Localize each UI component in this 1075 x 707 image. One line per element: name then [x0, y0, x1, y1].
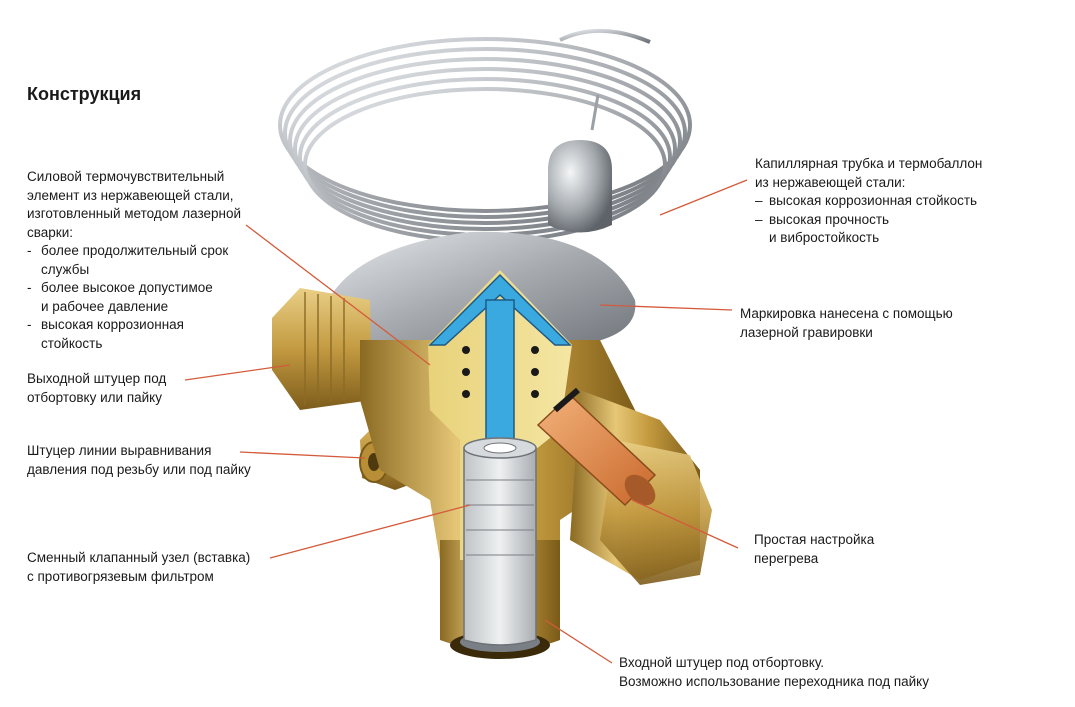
bullet-marker: - — [27, 243, 32, 258]
callout-inlet-line: Входной штуцер под отбортовку. — [619, 655, 824, 670]
callout-capillary-bullet: – высокая коррозионная стойкость — [755, 192, 1055, 211]
bullet-line: высокая коррозионная — [41, 317, 184, 332]
bullet-line: высокая прочность — [769, 211, 890, 227]
outlet-fitting — [272, 288, 372, 410]
callout-equalizer: Штуцер линии выравнивания давления под р… — [27, 442, 251, 479]
bullet-line: службы — [41, 261, 90, 277]
leader-capillary — [659, 179, 748, 216]
bullet-line: и рабочее давление — [41, 298, 169, 314]
leader-marking — [599, 304, 733, 311]
bullet-marker: – — [755, 193, 763, 208]
leader-element — [245, 224, 431, 366]
callout-element-bullet: - высокая коррозионная стойкость — [27, 316, 287, 353]
bullet-line: более высокое допустимое — [41, 280, 213, 295]
callout-superheat-line: перегрева — [754, 550, 819, 566]
callout-equalizer-line: давления под резьбу или под пайку — [27, 461, 251, 477]
callout-element-line: сварки: — [27, 224, 73, 240]
callout-element-line: элемент из нержавеющей стали, — [27, 187, 234, 203]
callout-insert-line: Сменный клапанный узел (вставка) — [27, 550, 251, 565]
callout-superheat: Простая настройка перегрева — [754, 531, 874, 568]
leader-superheat — [631, 499, 739, 549]
callout-capillary-line: из нержавеющей стали: — [755, 174, 906, 190]
callout-element: Силовой термочувствительный элемент из н… — [27, 168, 287, 353]
leader-equalizer — [239, 451, 366, 459]
callout-capillary: Капиллярная трубка и термобаллон из нерж… — [755, 155, 1055, 248]
leader-lines — [184, 179, 748, 664]
bullet-marker: – — [755, 211, 763, 227]
callout-inlet: Входной штуцер под отбортовку. Возможно … — [619, 654, 929, 691]
callout-element-bullet: - более продолжительный срок службы — [27, 242, 287, 279]
bullet-line: более продолжительный срок — [41, 243, 229, 258]
callout-insert: Сменный клапанный узел (вставка) с проти… — [27, 549, 250, 586]
callout-superheat-line: Простая настройка — [754, 532, 875, 547]
callout-element-bullet: - более высокое допустимое и рабочее дав… — [27, 279, 287, 316]
thermal-bulb — [548, 94, 612, 233]
bullet-line: и вибростойкость — [769, 230, 880, 245]
callout-capillary-line: Капиллярная трубка и термобаллон — [755, 156, 983, 171]
bullet-marker: - — [27, 280, 32, 295]
leader-insert — [269, 504, 471, 559]
callout-equalizer-line: Штуцер линии выравнивания — [27, 443, 212, 458]
callout-element-line: изготовленный методом лазерной — [27, 206, 242, 221]
callout-outlet: Выходной штуцер под отбортовку или пайку — [27, 370, 166, 407]
callout-outlet-line: отбортовку или пайку — [27, 389, 162, 405]
valve-head — [318, 231, 636, 350]
bullet-marker: - — [27, 317, 32, 332]
cutaway — [428, 270, 657, 646]
callout-inlet-line: Возможно использование переходника под п… — [619, 673, 929, 689]
page-title: Конструкция — [27, 84, 142, 104]
leader-outlet — [184, 364, 291, 381]
callout-insert-line: с противогрязевым фильтром — [27, 568, 214, 584]
bullet-line: стойкость — [41, 335, 103, 351]
capillary-coil — [278, 28, 692, 243]
callout-element-line: Силовой термочувствительный — [27, 169, 225, 184]
bullet-line: высокая коррозионная стойкость — [769, 193, 978, 208]
callout-outlet-line: Выходной штуцер под — [27, 371, 167, 386]
callout-marking: Маркировка нанесена с помощью лазерной г… — [740, 305, 953, 342]
callout-capillary-bullet: – высокая прочность и вибростойкость — [755, 211, 1055, 248]
callout-marking-line: Маркировка нанесена с помощью — [740, 306, 953, 321]
callout-marking-line: лазерной гравировки — [740, 324, 873, 340]
leader-inlet — [544, 619, 613, 664]
